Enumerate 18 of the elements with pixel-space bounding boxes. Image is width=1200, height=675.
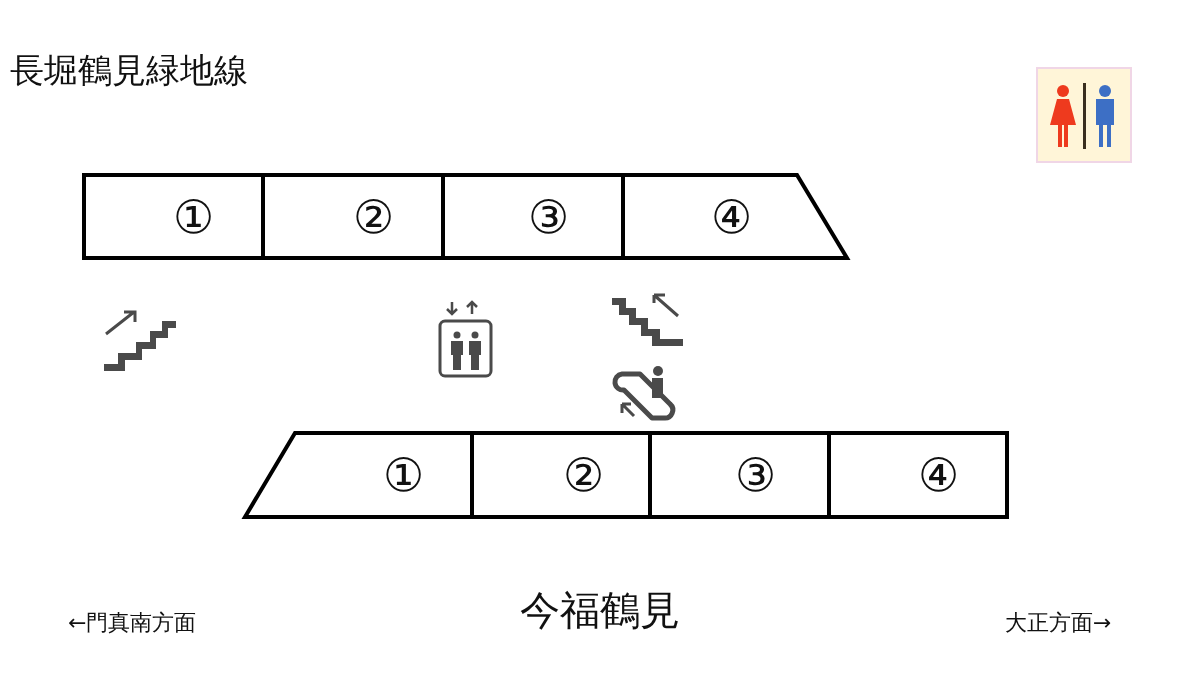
- car-number: ②: [353, 193, 395, 240]
- car-box: [829, 433, 1007, 517]
- car-number: ③: [735, 452, 777, 498]
- car-number: ④: [711, 193, 753, 240]
- car-box: [263, 175, 443, 258]
- station-name: 今福鶴見: [520, 590, 680, 630]
- car-box: [84, 175, 263, 258]
- car-number: ④: [918, 452, 960, 498]
- car-box: [472, 433, 650, 517]
- line-name: 長堀鶴見緑地線: [10, 53, 248, 87]
- car-box: [650, 433, 829, 517]
- car-number: ②: [563, 452, 605, 498]
- car-number: ①: [173, 193, 215, 240]
- car-box: [443, 175, 623, 258]
- direction-label: 大正方面→: [1005, 612, 1112, 634]
- direction-label: ←門真南方面: [68, 612, 197, 634]
- car-number: ③: [528, 193, 570, 240]
- car-number: ①: [383, 452, 425, 498]
